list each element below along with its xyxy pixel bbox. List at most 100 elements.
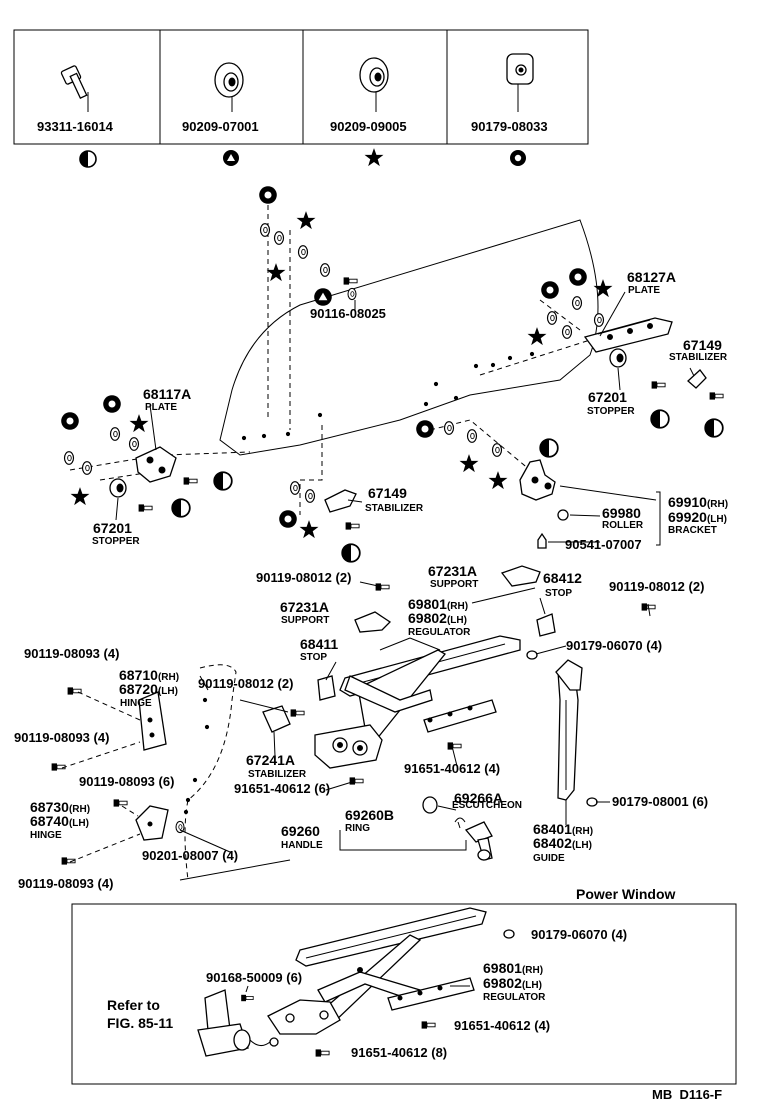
star-icon [296, 211, 316, 230]
ring-circle-icon [569, 268, 587, 286]
star-icon [70, 487, 90, 506]
label-90119-08093-b: 90119-08093 (4) [14, 730, 109, 745]
label-91651-40612-b: 91651-40612 (6) [234, 781, 330, 796]
label-68710: 68710(RH) [119, 667, 179, 683]
pw-label-69801: 69801(RH) [483, 960, 543, 976]
stabilizer-67149-right-part [687, 369, 707, 389]
half-circle-icon [704, 418, 724, 438]
bolt-icon [51, 762, 66, 772]
bolt-icon [375, 582, 390, 592]
pw-name-regulator: REGULATOR [483, 992, 546, 1003]
washer-icon [81, 461, 93, 475]
washer-icon [128, 437, 140, 451]
star-icon [488, 471, 508, 490]
stabilizer-67241a-part [262, 705, 291, 733]
name-stabilizer-c: STABILIZER [248, 769, 307, 780]
guide-68401-part [555, 659, 583, 801]
bolt-icon [240, 994, 254, 1002]
name-escutcheon: ESCUTCHEON [452, 800, 522, 811]
label-67201-left: 67201 [93, 520, 132, 536]
name-ring: RING [345, 823, 370, 834]
bolt-icon [345, 521, 360, 531]
washer-icon [443, 421, 455, 435]
stop-68412-part [536, 613, 556, 637]
label-91651-40612-a: 91651-40612 (4) [404, 761, 500, 776]
label-69920: 69920(LH) [668, 509, 727, 525]
pw-refer-to: Refer to [107, 997, 160, 1013]
washer-icon [273, 231, 285, 245]
bolt-icon [290, 708, 305, 718]
label-90119-08093-c: 90119-08093 (6) [79, 774, 174, 789]
washer-icon [593, 313, 605, 327]
bolt-icon [315, 1048, 330, 1058]
bracket-69910-part [519, 459, 556, 501]
label-90119-08012-b: 90119-08012 (2) [609, 579, 704, 594]
screw-93311-icon [60, 65, 89, 112]
bolt-icon [447, 741, 462, 751]
washer-icon [319, 263, 331, 277]
label-68401: 68401(RH) [533, 821, 593, 837]
half-circle-icon [171, 498, 191, 518]
plate-68117a-part [135, 446, 177, 483]
name-guide: GUIDE [533, 853, 565, 864]
support-67231a-top-part [500, 565, 541, 587]
lower-leaders [61, 581, 651, 881]
power-regulator-part [267, 907, 487, 1035]
label-90116-08025: 90116-08025 [310, 306, 386, 321]
label-90541-07007: 90541-07007 [565, 537, 642, 552]
name-stop-b: STOP [300, 652, 327, 663]
ring-circle-icon [416, 420, 434, 438]
bolt-icon [138, 503, 153, 513]
label-69260: 69260 [281, 823, 320, 839]
label-90119-08012-c: 90119-08012 (2) [198, 676, 293, 691]
label-68127a: 68127A [627, 269, 676, 285]
label-67241a: 67241A [246, 752, 295, 768]
label-67201-right: 67201 [588, 389, 627, 405]
washer-icon [109, 427, 121, 441]
grommet-90209-09005-icon [359, 57, 389, 112]
star-icon [266, 263, 286, 282]
label-69980: 69980 [602, 505, 641, 521]
pw-refer-fig: FIG. 85-11 [107, 1015, 173, 1031]
washer-icon [304, 489, 316, 503]
star-icon [129, 414, 149, 433]
label-67231a-top: 67231A [428, 563, 477, 579]
legend-table: 93311-16014 90209-07001 90209-09005 9017… [13, 29, 589, 168]
bolt-icon [183, 476, 198, 486]
name-stopper-right: STOPPER [587, 406, 635, 417]
pin-90541-part [537, 532, 547, 549]
stopper-67201-left-part [109, 478, 127, 498]
label-90201-08007: 90201-08007 (4) [142, 848, 238, 863]
upper-leaders [115, 291, 695, 543]
triangle-circle-icon [223, 150, 239, 166]
callout-labels: 90116-08025 68127A PLATE 67149 STABILIZE… [14, 269, 728, 1102]
washer-icon [259, 223, 271, 237]
label-68740: 68740(LH) [30, 813, 89, 829]
washer-icon [466, 429, 478, 443]
name-bracket: BRACKET [668, 525, 717, 536]
escutcheon-69266a-part [422, 796, 438, 814]
name-stabilizer-right: STABILIZER [669, 352, 728, 363]
label-67231a-left: 67231A [280, 599, 329, 615]
ring-circle-icon [259, 186, 277, 204]
clip-nut-90179-icon [506, 53, 534, 112]
legend-part-4: 90179-08033 [471, 119, 548, 134]
label-67149-right: 67149 [683, 337, 722, 353]
pw-label-90179-06070: 90179-06070 (4) [531, 927, 627, 942]
label-69260b: 69260B [345, 807, 394, 823]
washer-icon [571, 296, 583, 310]
half-circle-icon [213, 471, 233, 491]
triangle-circle-icon [314, 288, 332, 306]
star-icon [459, 454, 479, 473]
bolt-icon [343, 276, 358, 286]
name-plate-1: PLATE [628, 285, 660, 296]
label-69266a: 69266A [454, 790, 503, 806]
half-circle-icon [539, 438, 559, 458]
bolt-icon [421, 1020, 436, 1030]
label-90119-08093-d: 90119-08093 (4) [18, 876, 113, 891]
stopper-67201-right-part [609, 348, 627, 368]
label-90179-08001: 90179-08001 (6) [612, 794, 708, 809]
star-icon [364, 148, 384, 167]
label-68412: 68412 [543, 570, 582, 586]
